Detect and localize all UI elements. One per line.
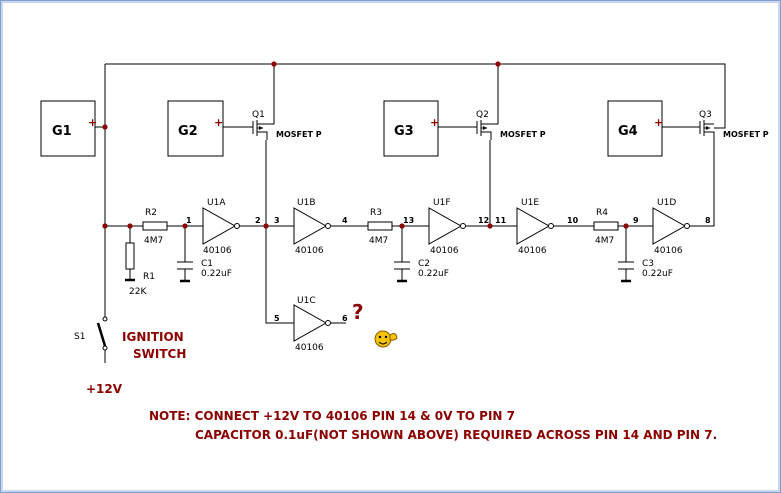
svg-text:C1: C1 xyxy=(201,259,213,269)
svg-text:0.22uF: 0.22uF xyxy=(201,269,232,279)
svg-text:G4: G4 xyxy=(618,124,638,139)
svg-text:22K: 22K xyxy=(129,287,147,297)
svg-text:U1F: U1F xyxy=(433,198,451,208)
svg-text:+: + xyxy=(88,116,97,129)
svg-text:U1D: U1D xyxy=(657,198,676,208)
generator-g3: G3 + xyxy=(383,100,439,157)
capacitor-c2: C2 0.22uF xyxy=(394,259,449,279)
svg-text:4M7: 4M7 xyxy=(369,236,388,246)
svg-text:MOSFET P: MOSFET P xyxy=(276,130,322,139)
inverter-u1e: U1E 40106 11 10 xyxy=(495,198,579,256)
svg-text:5: 5 xyxy=(274,314,280,323)
generator-g2: G2 + xyxy=(167,100,224,157)
svg-text:U1C: U1C xyxy=(297,296,316,306)
svg-text:3: 3 xyxy=(274,216,280,225)
svg-text:Q3: Q3 xyxy=(699,110,712,120)
inverter-u1b: U1B 40106 3 4 xyxy=(274,198,348,256)
resistor-r4: R4 4M7 xyxy=(593,208,619,246)
svg-text:G2: G2 xyxy=(178,124,198,139)
svg-text:S1: S1 xyxy=(74,332,85,342)
svg-text:MOSFET P: MOSFET P xyxy=(500,130,546,139)
svg-text:11: 11 xyxy=(495,216,507,225)
svg-text:40106: 40106 xyxy=(295,343,324,353)
junction-dot xyxy=(487,223,493,229)
resistor-r3: R3 4M7 xyxy=(367,208,393,246)
junction-dot xyxy=(182,223,188,229)
wiring xyxy=(95,63,726,363)
svg-text:R1: R1 xyxy=(143,272,155,282)
svg-text:+: + xyxy=(654,116,663,129)
svg-text:0.22uF: 0.22uF xyxy=(642,269,673,279)
svg-text:R3: R3 xyxy=(370,208,382,218)
resistor-r2: R2 4M7 xyxy=(142,208,168,246)
junction-dot xyxy=(127,223,133,229)
ground-symbols xyxy=(125,278,631,283)
svg-text:+: + xyxy=(430,116,439,129)
mosfet-q1: Q1 MOSFET P xyxy=(247,110,322,140)
svg-text:12: 12 xyxy=(478,216,489,225)
svg-text:40106: 40106 xyxy=(518,246,547,256)
svg-text:10: 10 xyxy=(567,216,579,225)
junction-dot xyxy=(495,61,501,67)
svg-text:6: 6 xyxy=(342,314,348,323)
svg-text:40106: 40106 xyxy=(430,246,459,256)
svg-text:C2: C2 xyxy=(418,259,430,269)
svg-text:9: 9 xyxy=(633,216,639,225)
junction-dot xyxy=(623,223,629,229)
note-line-1: NOTE: CONNECT +12V TO 40106 PIN 14 & 0V … xyxy=(149,409,515,423)
junction-dot xyxy=(399,223,405,229)
capacitor-c3: C3 0.22uF xyxy=(618,259,673,279)
svg-text:0.22uF: 0.22uF xyxy=(418,269,449,279)
junction-dot xyxy=(263,223,269,229)
junction-dots xyxy=(102,61,629,229)
svg-text:40106: 40106 xyxy=(654,246,683,256)
resistor-r1: R1 22K xyxy=(125,242,155,297)
inverter-u1c: U1C 40106 5 6 xyxy=(274,296,348,353)
svg-text:40106: 40106 xyxy=(203,246,232,256)
svg-text:R4: R4 xyxy=(596,208,608,218)
supply-label: +12V xyxy=(86,382,123,396)
svg-text:MOSFET P: MOSFET P xyxy=(723,130,769,139)
svg-text:8: 8 xyxy=(705,216,711,225)
inverter-u1d: U1D 40106 9 8 xyxy=(633,198,711,256)
svg-text:Q2: Q2 xyxy=(476,110,489,120)
generator-g4: G4 + xyxy=(607,100,663,157)
svg-text:U1B: U1B xyxy=(297,198,316,208)
junction-dot xyxy=(102,124,108,130)
generator-g1: G1 + xyxy=(40,100,97,157)
junction-dot xyxy=(271,61,277,67)
svg-text:U1E: U1E xyxy=(521,198,539,208)
question-mark: ? xyxy=(352,300,364,324)
ignition-switch: S1 IGNITION SWITCH xyxy=(74,316,186,361)
svg-text:13: 13 xyxy=(403,216,414,225)
svg-text:4M7: 4M7 xyxy=(595,236,614,246)
svg-text:40106: 40106 xyxy=(295,246,324,256)
svg-text:U1A: U1A xyxy=(207,198,226,208)
smiling-face-waving-icon xyxy=(374,330,398,348)
svg-text:+: + xyxy=(214,116,223,129)
svg-text:4: 4 xyxy=(342,216,348,225)
inverter-u1f: U1F 40106 13 12 xyxy=(403,198,489,256)
svg-text:4M7: 4M7 xyxy=(144,236,163,246)
svg-text:Q1: Q1 xyxy=(252,110,265,120)
junction-dot xyxy=(102,223,108,229)
svg-text:1: 1 xyxy=(186,216,192,225)
mosfet-q2: Q2 MOSFET P xyxy=(470,110,546,140)
svg-text:G3: G3 xyxy=(394,124,414,139)
svg-text:C3: C3 xyxy=(642,259,654,269)
svg-text:SWITCH: SWITCH xyxy=(133,347,186,361)
svg-text:R2: R2 xyxy=(145,208,157,218)
note-line-2: CAPACITOR 0.1uF(NOT SHOWN ABOVE) REQUIRE… xyxy=(195,428,717,442)
inverter-u1a: U1A 40106 1 2 xyxy=(186,198,261,256)
capacitor-c1: C1 0.22uF xyxy=(177,259,232,279)
svg-text:IGNITION: IGNITION xyxy=(122,330,184,344)
mosfet-q3: Q3 MOSFET P xyxy=(694,110,769,141)
svg-text:G1: G1 xyxy=(52,124,72,139)
svg-text:2: 2 xyxy=(255,216,261,225)
